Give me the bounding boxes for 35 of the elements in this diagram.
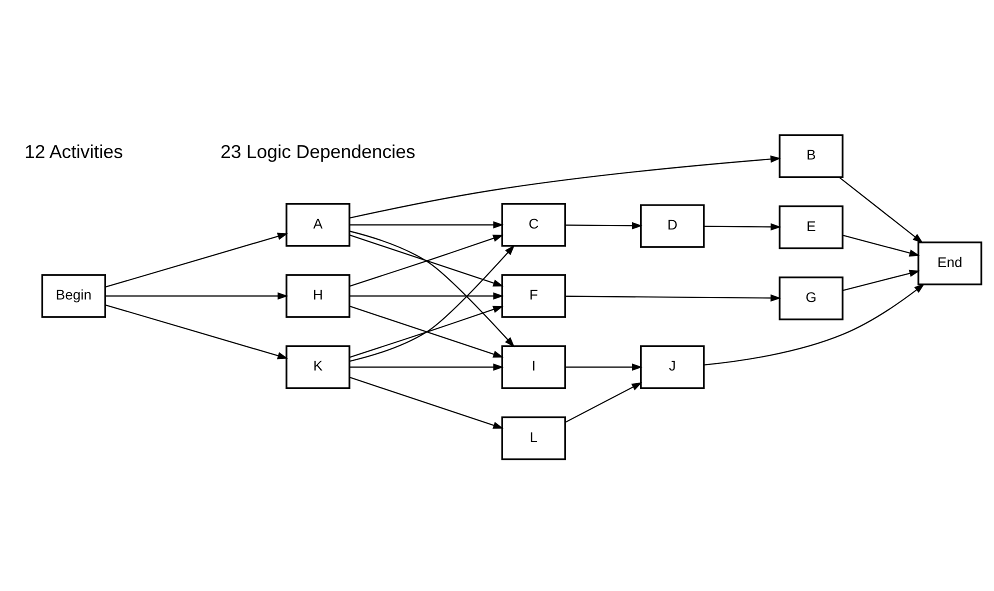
arrow (105, 292, 288, 300)
arrow (349, 362, 504, 370)
arrow (564, 294, 781, 302)
arrow (838, 176, 923, 243)
arrow (349, 154, 781, 218)
arrow (564, 362, 642, 370)
node-box: F (500, 274, 566, 318)
node-box: J (640, 344, 704, 388)
node-box: B (778, 134, 843, 178)
arrow (349, 376, 504, 428)
node-box: L (500, 416, 566, 460)
label: 12 Activities (24, 140, 122, 162)
arrow (349, 292, 504, 300)
node-box: A (285, 202, 350, 246)
arrow (704, 222, 781, 230)
arrow (348, 244, 514, 362)
node-box: End (917, 241, 982, 285)
node-box: G (778, 276, 843, 320)
arrow (842, 269, 920, 291)
arrow (842, 234, 920, 256)
arrow (564, 382, 642, 422)
arrow (349, 220, 504, 228)
node-box: Begin (40, 274, 106, 318)
arrow (349, 230, 514, 347)
arrow (703, 283, 924, 365)
node-box: C (500, 202, 566, 246)
node-box: D (640, 204, 704, 248)
arrow (104, 232, 288, 288)
node-box: K (285, 344, 350, 388)
node-box: E (778, 204, 843, 249)
node-box: H (285, 274, 350, 318)
arrow (564, 222, 642, 229)
node-box: I (500, 344, 566, 388)
label: 23 Logic Dependencies (220, 140, 415, 162)
arrow (104, 304, 288, 359)
